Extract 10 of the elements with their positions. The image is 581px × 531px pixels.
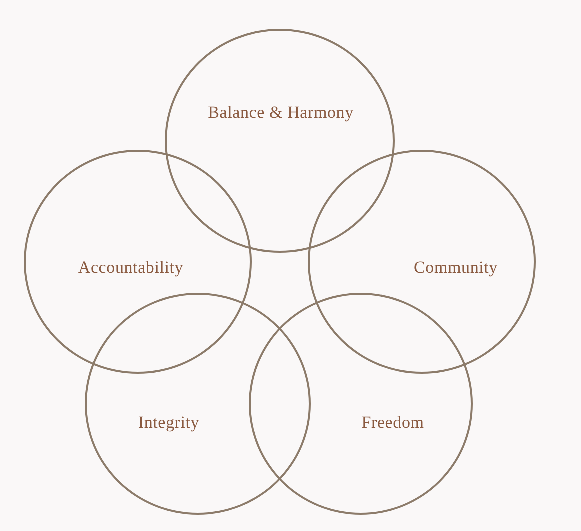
circle-label: Community: [414, 258, 498, 278]
circle-outline: [85, 293, 311, 515]
circle-label: Accountability: [78, 258, 184, 278]
circle-outline: [165, 29, 395, 253]
circle-label: Balance & Harmony: [208, 103, 354, 123]
circle-label: Freedom: [362, 413, 424, 433]
circle-outline: [249, 293, 473, 515]
circle-label: Integrity: [138, 413, 200, 433]
circle-outline: [24, 150, 252, 374]
circle-outline: [308, 150, 536, 374]
